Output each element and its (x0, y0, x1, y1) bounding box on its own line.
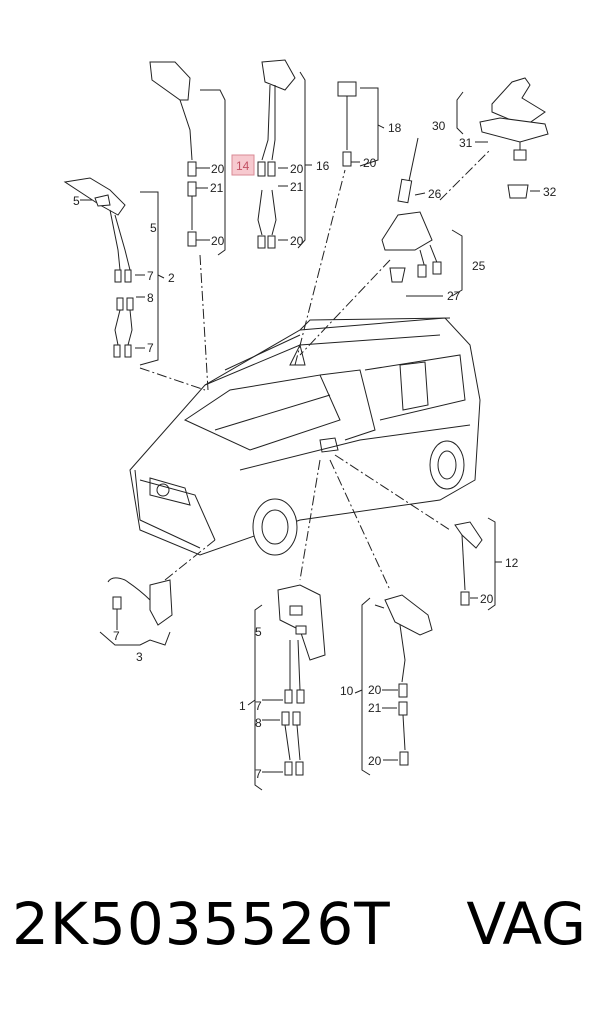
roof-antenna-cover (456, 77, 549, 199)
callout-20c: 20 (211, 234, 225, 248)
callout-32: 32 (543, 185, 557, 199)
callout-1: 1 (239, 699, 246, 713)
callout-labels: 30 31 32 18 20 26 25 27 14 20 21 20 16 2… (73, 119, 557, 781)
bracket-12 (454, 517, 502, 611)
leader-lines (139, 149, 491, 591)
callout-21a: 21 (210, 181, 224, 195)
cable-3 (99, 577, 173, 646)
callout-18: 18 (388, 121, 402, 135)
callout-20e: 20 (290, 234, 304, 248)
footer: 2K5035526T VAG (0, 890, 600, 980)
callout-25: 25 (472, 259, 486, 273)
callout-31: 31 (459, 136, 473, 150)
callout-26: 26 (428, 187, 442, 201)
callout-12: 12 (505, 556, 519, 570)
cable-assembly-16 (257, 59, 312, 249)
callout-7d: 7 (255, 699, 262, 713)
callout-21b: 21 (290, 180, 304, 194)
callout-5c: 5 (150, 221, 157, 235)
callout-21c: 21 (368, 701, 382, 715)
callout-2: 2 (168, 271, 175, 285)
small-antenna (337, 81, 385, 167)
callout-8a: 8 (147, 291, 154, 305)
callout-3: 3 (136, 650, 143, 664)
callout-7a: 7 (147, 269, 154, 283)
callout-7c: 7 (113, 629, 120, 643)
callout-20d: 20 (290, 162, 304, 176)
callout-20f: 20 (480, 592, 494, 606)
callout-5a: 5 (73, 194, 80, 208)
cable-assembly-2 (63, 177, 165, 366)
vehicle-illustration (129, 317, 481, 556)
callout-14: 14 (236, 159, 250, 173)
callout-10: 10 (340, 684, 354, 698)
callout-27: 27 (447, 289, 461, 303)
brand-label: VAG (466, 890, 586, 958)
callout-20a: 20 (363, 156, 377, 170)
callout-30: 30 (432, 119, 446, 133)
callout-7e: 7 (255, 767, 262, 781)
callout-16: 16 (316, 159, 330, 173)
antenna-parts-diagram: 30 31 32 18 20 26 25 27 14 20 21 20 16 2… (63, 59, 557, 791)
mirror-antenna (354, 594, 433, 776)
callout-20b: 20 (211, 162, 225, 176)
cable-assembly-1 (247, 584, 326, 791)
cable-assembly-14 (149, 61, 255, 256)
callout-7b: 7 (147, 341, 154, 355)
rod-antenna (381, 137, 463, 297)
callout-8b: 8 (255, 716, 262, 730)
callout-20g: 20 (368, 683, 382, 697)
callout-5b: 5 (255, 625, 262, 639)
part-number: 2K5035526T (12, 890, 391, 958)
callout-20h: 20 (368, 754, 382, 768)
